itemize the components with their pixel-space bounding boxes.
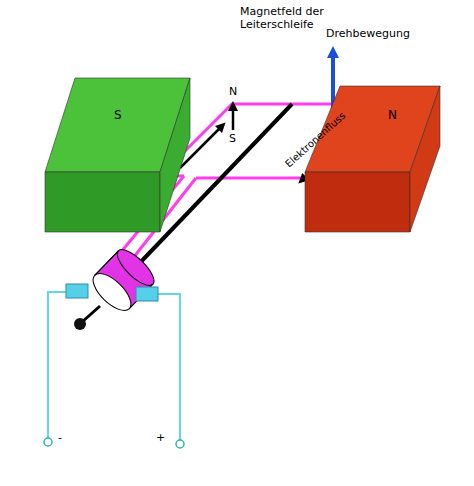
- commutator: [87, 244, 159, 316]
- brush: [136, 287, 158, 301]
- rotation-label: Drehbewegung: [326, 28, 410, 41]
- magnet-face: [160, 78, 190, 232]
- magnet-face: [45, 172, 160, 232]
- field-label: Magnetfeld der Leiterschleife: [240, 6, 336, 31]
- magnet-shape: [44, 76, 192, 234]
- terminal: [176, 440, 184, 448]
- magnet-face: [410, 86, 440, 232]
- terminal-sign: -: [58, 432, 62, 445]
- terminal: [44, 438, 52, 446]
- knob: [74, 318, 86, 330]
- pole-label: N: [229, 86, 237, 99]
- pole-letter: N: [388, 109, 397, 122]
- pole-letter: S: [114, 109, 122, 122]
- brush: [66, 284, 88, 298]
- terminal-sign: +: [156, 432, 165, 445]
- pole-label: S: [229, 133, 236, 146]
- magnet-pole: S: [44, 76, 192, 234]
- shaft-end: [82, 306, 100, 322]
- magnet-shape: [304, 84, 442, 234]
- magnet-face: [305, 172, 410, 232]
- wire: [48, 292, 180, 440]
- field-arrow: [232, 106, 235, 130]
- magnet-pole: N: [304, 84, 442, 234]
